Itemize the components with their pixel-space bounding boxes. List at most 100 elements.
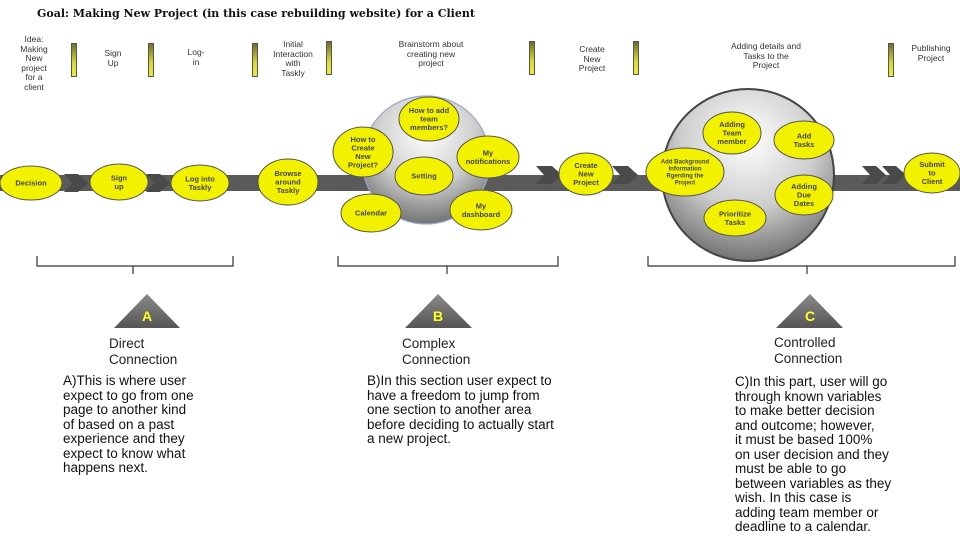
stage-label-login: Log- in (187, 47, 205, 67)
label-line: dashboard (462, 210, 501, 219)
stage-label-details: Adding details and Tasks to the Project (731, 41, 801, 70)
brainstorm-node-label: Calendar (355, 209, 387, 218)
stage-marker (888, 43, 894, 77)
label-line: How to add (409, 106, 450, 115)
section-triangle-b: B (405, 294, 472, 328)
label-line: Client (922, 177, 943, 186)
label-line: Information (669, 167, 702, 173)
label-line: members? (410, 123, 448, 132)
section-letter-c: C (805, 308, 815, 324)
label-line: Submit (919, 160, 945, 169)
label-line: Project? (348, 160, 378, 169)
stage-label-create: Create New Project (578, 44, 606, 73)
label-line: Adding (791, 182, 817, 191)
label-line: Tasks (794, 140, 815, 149)
label-line: How to (351, 135, 376, 144)
label-line: New (355, 152, 371, 161)
label-line: member (717, 137, 746, 146)
label-line: C (805, 308, 815, 324)
label-line: Prioritize (719, 209, 751, 218)
section-desc-a: A)This is where user expect to go from o… (63, 373, 194, 475)
section-desc-b: B)In this section user expect to have a … (367, 373, 554, 446)
label-line: My (476, 201, 487, 210)
section-title-b: Complex Connection (402, 336, 471, 367)
label-line: Taskly (189, 183, 213, 192)
label-line: My (483, 148, 494, 157)
label-line: A (142, 308, 152, 324)
stage-marker (529, 41, 535, 75)
chevron-right-icon (64, 174, 88, 192)
brainstorm-node-calendar: Calendar (340, 193, 402, 233)
label-line: Rgerding the (667, 174, 705, 180)
goal-title: Goal: Making New Project (in this case r… (37, 7, 475, 20)
label-line: Log into (185, 174, 215, 183)
stage-marker (71, 43, 77, 77)
stage-marker (326, 41, 332, 75)
label-line: Taskly (277, 186, 301, 195)
label-line: team (420, 115, 438, 124)
chevron-right-icon (146, 174, 170, 192)
label-line: New (578, 170, 594, 179)
label-line: Add (797, 131, 812, 140)
stage-marker (148, 43, 154, 77)
label-line: Browse (274, 169, 301, 178)
stage-label-publish: Publishing Project (911, 43, 951, 63)
label-line: Decision (15, 179, 47, 188)
label-line: Create (351, 143, 374, 152)
brainstorm-node-label: Setting (411, 172, 437, 181)
section-triangle-a: A (114, 294, 180, 328)
stage-marker (252, 43, 258, 77)
chevron-right-icon (612, 166, 638, 184)
label-line: Sign (111, 173, 128, 182)
brainstorm-node-setting: Setting (394, 156, 454, 196)
section-desc-c: C)In this part, user will go through kno… (735, 374, 892, 534)
stage-label-idea: Idea: Making New project for a client (20, 34, 48, 92)
label-line: Adding (719, 120, 745, 129)
flow-node-label: Decision (15, 179, 47, 188)
label-line: Tasks (725, 218, 746, 227)
label-line: Add Background (661, 160, 710, 166)
chevron-right-icon (862, 166, 886, 184)
label-line: Create (574, 161, 597, 170)
label-line: Setting (411, 172, 437, 181)
label-line: Calendar (355, 209, 387, 218)
section-title-c: Controlled Connection (774, 335, 843, 366)
stage-label-signup: Sign Up (104, 48, 122, 68)
label-line: up (114, 182, 124, 191)
stage-marker (633, 41, 639, 75)
chevron-right-icon (536, 166, 562, 184)
flow-node-decision: Decision (0, 165, 63, 201)
label-line: B (433, 308, 443, 324)
stage-label-brainstorm: Brainstorm about creating new project (398, 39, 464, 68)
brace-b (337, 256, 559, 274)
label-line: Team (722, 129, 741, 138)
stage-label-initial: Initial Interaction with Taskly (273, 39, 313, 78)
label-line: Due (797, 191, 811, 200)
section-letter-a: A (142, 308, 152, 324)
label-line: Project (675, 181, 695, 187)
